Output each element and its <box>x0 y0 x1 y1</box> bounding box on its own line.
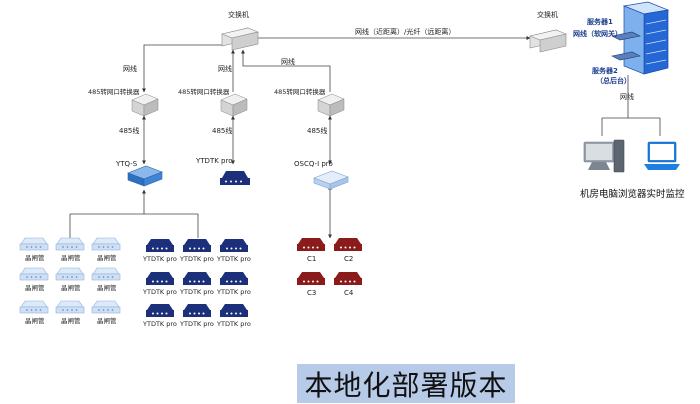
net-label-c: 网线 <box>281 57 295 66</box>
line-label-b: 485线 <box>212 126 232 135</box>
oscq-device-icon <box>313 170 349 190</box>
thyristor-grid: 晶闸管晶闸管晶闸管晶闸管晶闸管晶闸管晶闸管晶闸管晶闸管 <box>19 237 121 325</box>
ytdtk-label: YTDTK pro <box>179 320 214 328</box>
connection-lines <box>69 36 661 239</box>
long-link-label: 网线（近距离）/光纤（远距离） <box>355 27 455 36</box>
ytdtk-item: YTDTK pro <box>142 304 177 328</box>
server-rack-icon <box>611 1 670 75</box>
remote-switch <box>528 29 568 53</box>
dev-label-a: YTQ-S <box>115 160 138 168</box>
laptop-icon <box>644 141 680 170</box>
converter-c <box>317 93 345 117</box>
conv-label-a: 485转网口转换器 <box>88 87 140 96</box>
thyristor-item: 晶闸管 <box>91 267 121 292</box>
net-label-a: 网线 <box>123 64 137 73</box>
thyristor-item: 晶闸管 <box>19 300 49 325</box>
server2-label: 服务器2 <box>592 66 618 75</box>
server1-label: 服务器1 <box>587 17 613 26</box>
camera-item: C2 <box>334 238 362 263</box>
server1-sub-label: 网线（软网关） <box>573 29 622 38</box>
ytdtk-label: YTDTK pro <box>216 320 251 328</box>
monitor-label: 机房电脑浏览器实时监控 <box>580 188 685 200</box>
ytdtk-label: YTDTK pro <box>179 288 214 296</box>
thyristor-item: 晶闸管 <box>91 237 121 262</box>
ytdtk-device-icon <box>220 171 250 185</box>
switch-main-label: 交换机 <box>228 10 249 19</box>
ytdtk-item: YTDTK pro <box>142 272 177 296</box>
ytdtk-item: YTDTK pro <box>216 239 251 263</box>
converter-b <box>220 93 248 117</box>
thyristor-item: 晶闸管 <box>19 267 49 292</box>
ytdtk-label: YTDTK pro <box>142 320 177 328</box>
thyristor-item: 晶闸管 <box>55 300 85 325</box>
ytdtk-item: YTDTK pro <box>179 304 214 328</box>
camera-item: C1 <box>297 238 325 263</box>
ytdtk-label: YTDTK pro <box>179 255 214 263</box>
net-label-b: 网线 <box>218 64 232 73</box>
camera-label: C2 <box>344 255 353 263</box>
ytdtk-label: YTDTK pro <box>142 288 177 296</box>
dev-label-b: YTDTK pro <box>195 157 232 165</box>
camera-label: C3 <box>307 289 316 297</box>
thyristor-label: 晶闸管 <box>61 253 81 262</box>
thyristor-label: 晶闸管 <box>97 316 117 325</box>
dev-label-c: OSCQ-I pro <box>294 160 333 168</box>
ytdtk-item: YTDTK pro <box>179 272 214 296</box>
thyristor-label: 晶闸管 <box>97 253 117 262</box>
converter-a <box>131 93 159 117</box>
bracket-group-a <box>69 213 199 238</box>
thyristor-item: 晶闸管 <box>55 267 85 292</box>
thyristor-item: 晶闸管 <box>55 237 85 262</box>
thyristor-label: 晶闸管 <box>97 283 117 292</box>
camera-item: C3 <box>297 272 325 297</box>
thyristor-label: 晶闸管 <box>61 316 81 325</box>
switch-remote-label: 交换机 <box>537 10 558 19</box>
link-switch-conv-c <box>241 49 331 92</box>
thyristor-item: 晶闸管 <box>91 300 121 325</box>
ytdtk-item: YTDTK pro <box>142 239 177 263</box>
link-server-pcs <box>601 75 661 136</box>
main-switch <box>220 27 260 51</box>
ytdtk-item: YTDTK pro <box>216 272 251 296</box>
desktop-pc-icon <box>583 139 625 173</box>
ytdtk-label: YTDTK pro <box>216 288 251 296</box>
ytq-s-hub-icon <box>127 165 163 187</box>
thyristor-label: 晶闸管 <box>25 253 45 262</box>
server2-sub-label: （总后台） <box>596 76 631 85</box>
conv-label-b: 485转网口转换器 <box>178 87 230 96</box>
conv-label-c: 485转网口转换器 <box>274 87 326 96</box>
ytdtk-label: YTDTK pro <box>216 255 251 263</box>
camera-item: C4 <box>334 272 362 297</box>
ytdtk-label: YTDTK pro <box>142 255 177 263</box>
line-label-a: 485线 <box>119 126 139 135</box>
thyristor-label: 晶闸管 <box>25 316 45 325</box>
link-switch-conv-a <box>142 44 225 93</box>
thyristor-label: 晶闸管 <box>25 283 45 292</box>
ytdtk-item: YTDTK pro <box>179 239 214 263</box>
ytdtk-item: YTDTK pro <box>216 304 251 328</box>
camera-label: C1 <box>307 255 316 263</box>
server-net-label: 网线 <box>620 92 634 101</box>
camera-label: C4 <box>344 289 354 297</box>
version-banner: 本地化部署版本 <box>297 364 515 403</box>
line-label-c: 485线 <box>307 126 327 135</box>
thyristor-item: 晶闸管 <box>19 237 49 262</box>
thyristor-label: 晶闸管 <box>61 283 81 292</box>
